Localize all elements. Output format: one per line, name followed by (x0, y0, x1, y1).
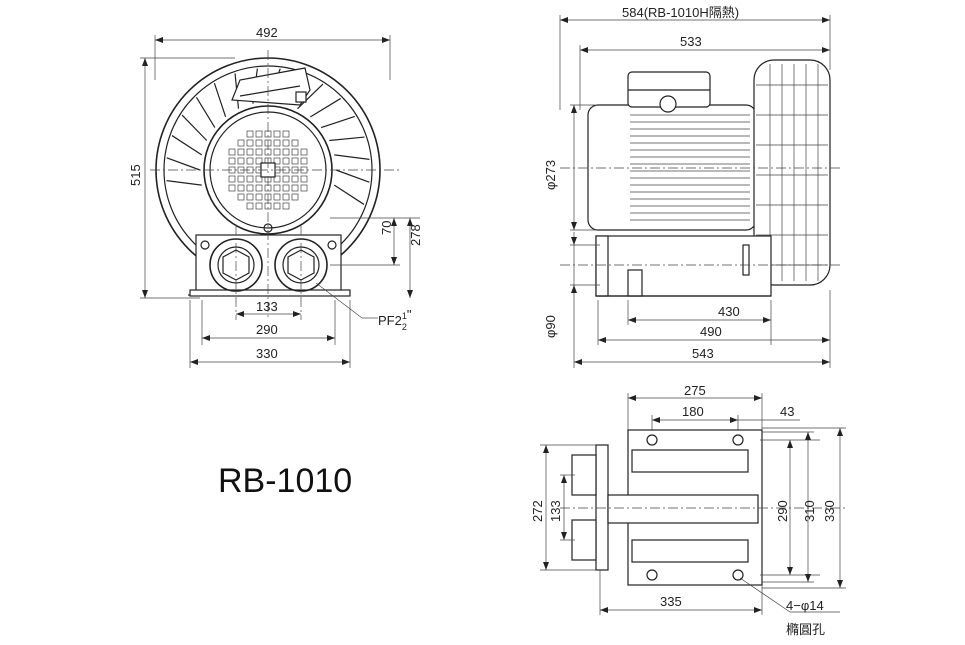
grill-cell (255, 139, 263, 147)
grill-cell (255, 184, 263, 192)
dim-290-front: 290 (256, 322, 278, 337)
grill-cell (282, 139, 290, 147)
dim-133-bottom: 133 (548, 500, 563, 522)
grill-cell (291, 139, 299, 147)
fin (166, 157, 201, 171)
grill-cell (237, 157, 245, 165)
grill-cell (237, 184, 245, 192)
grill-cell (300, 157, 308, 165)
grill-cell (282, 157, 290, 165)
grill-cell (246, 175, 254, 183)
grill-cell (300, 148, 308, 156)
dim-70: 70 (379, 221, 394, 235)
grill-cell (291, 157, 299, 165)
dim-430: 430 (718, 304, 740, 319)
grill-cell (300, 184, 308, 192)
fin (297, 83, 324, 110)
grill-cell (237, 175, 245, 183)
fin (166, 180, 202, 186)
grill-cell (255, 130, 263, 138)
grill-cell (237, 193, 245, 201)
grill-cell (273, 139, 281, 147)
grill-cell (273, 184, 281, 192)
grill-cell (291, 184, 299, 192)
grill-cell (246, 148, 254, 156)
hole-type: 橢圓孔 (786, 622, 825, 637)
dim-490: 490 (700, 324, 722, 339)
dim-335: 335 (660, 594, 682, 609)
fin (334, 154, 370, 160)
grill-cell (246, 130, 254, 138)
dim-272: 272 (530, 500, 545, 522)
hole-spec: 4−φ14 (786, 598, 824, 613)
model-title: RB-1010 (218, 462, 352, 500)
dim-584-note: 584(RB-1010H隔熱) (622, 5, 739, 20)
dim-290-bottom: 290 (775, 500, 790, 522)
grill-cell (300, 175, 308, 183)
side-view: 584(RB-1010H隔熱) 533 φ273 (543, 5, 840, 368)
fin (181, 114, 208, 141)
grill-cell (282, 130, 290, 138)
grill-cell (228, 184, 236, 192)
grill-cell (282, 148, 290, 156)
grill-cell (282, 184, 290, 192)
grill-cell (237, 139, 245, 147)
cage-guard (756, 64, 828, 281)
front-view: 492 515 (128, 25, 423, 368)
grill-cell (255, 175, 263, 183)
dim-133-front: 133 (256, 299, 278, 314)
dim-492: 492 (256, 25, 278, 40)
fin (329, 136, 365, 142)
grill-cell (255, 148, 263, 156)
fin (213, 83, 227, 118)
dim-330-bottom: 330 (822, 500, 837, 522)
dim-phi273: φ273 (543, 160, 558, 190)
grill-cell (228, 157, 236, 165)
grill-cell (246, 202, 254, 210)
dim-533: 533 (680, 34, 702, 49)
grill-cell (246, 157, 254, 165)
grill-cell (282, 193, 290, 201)
grill-cell (291, 148, 299, 156)
dim-543: 543 (692, 346, 714, 361)
grill-cell (282, 202, 290, 210)
grill-cell (246, 193, 254, 201)
grill-cell (246, 184, 254, 192)
dim-275: 275 (684, 383, 706, 398)
grill-cell (228, 175, 236, 183)
grill-cell (246, 139, 254, 147)
grill-cell (273, 193, 281, 201)
dim-278: 278 (408, 224, 423, 246)
grill-cell (228, 148, 236, 156)
fin (320, 115, 355, 129)
bottom-view: 275 180 43 272 133 (530, 383, 846, 637)
grill-cell (255, 157, 263, 165)
motor-fins (630, 114, 750, 221)
grill-cell (255, 202, 263, 210)
dim-43: 43 (780, 404, 794, 419)
dim-310: 310 (802, 500, 817, 522)
grill-cell (273, 157, 281, 165)
fin (333, 184, 365, 205)
fin (335, 169, 370, 183)
dim-180: 180 (682, 404, 704, 419)
grill-cell (291, 175, 299, 183)
grill-cell (291, 193, 299, 201)
grill-cell (273, 130, 281, 138)
grill-cell (273, 175, 281, 183)
fin (171, 135, 203, 156)
dim-515: 515 (128, 164, 143, 186)
grill-cell (273, 148, 281, 156)
grill-cell (255, 193, 263, 201)
fin (195, 97, 216, 128)
dim-330-front: 330 (256, 346, 278, 361)
grill-cell (282, 175, 290, 183)
dim-phi90: φ90 (543, 315, 558, 338)
fin (310, 97, 341, 118)
grill-cell (237, 148, 245, 156)
grill-cell (273, 202, 281, 210)
